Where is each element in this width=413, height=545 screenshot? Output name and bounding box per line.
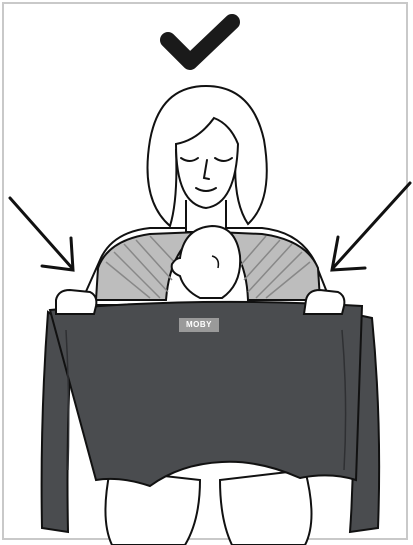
- checkmark-icon: [168, 22, 232, 62]
- arrow-down-right-icon: [10, 198, 73, 270]
- moby-brand-tag: MOBY: [179, 318, 219, 332]
- arrow-down-left-icon: [332, 183, 410, 270]
